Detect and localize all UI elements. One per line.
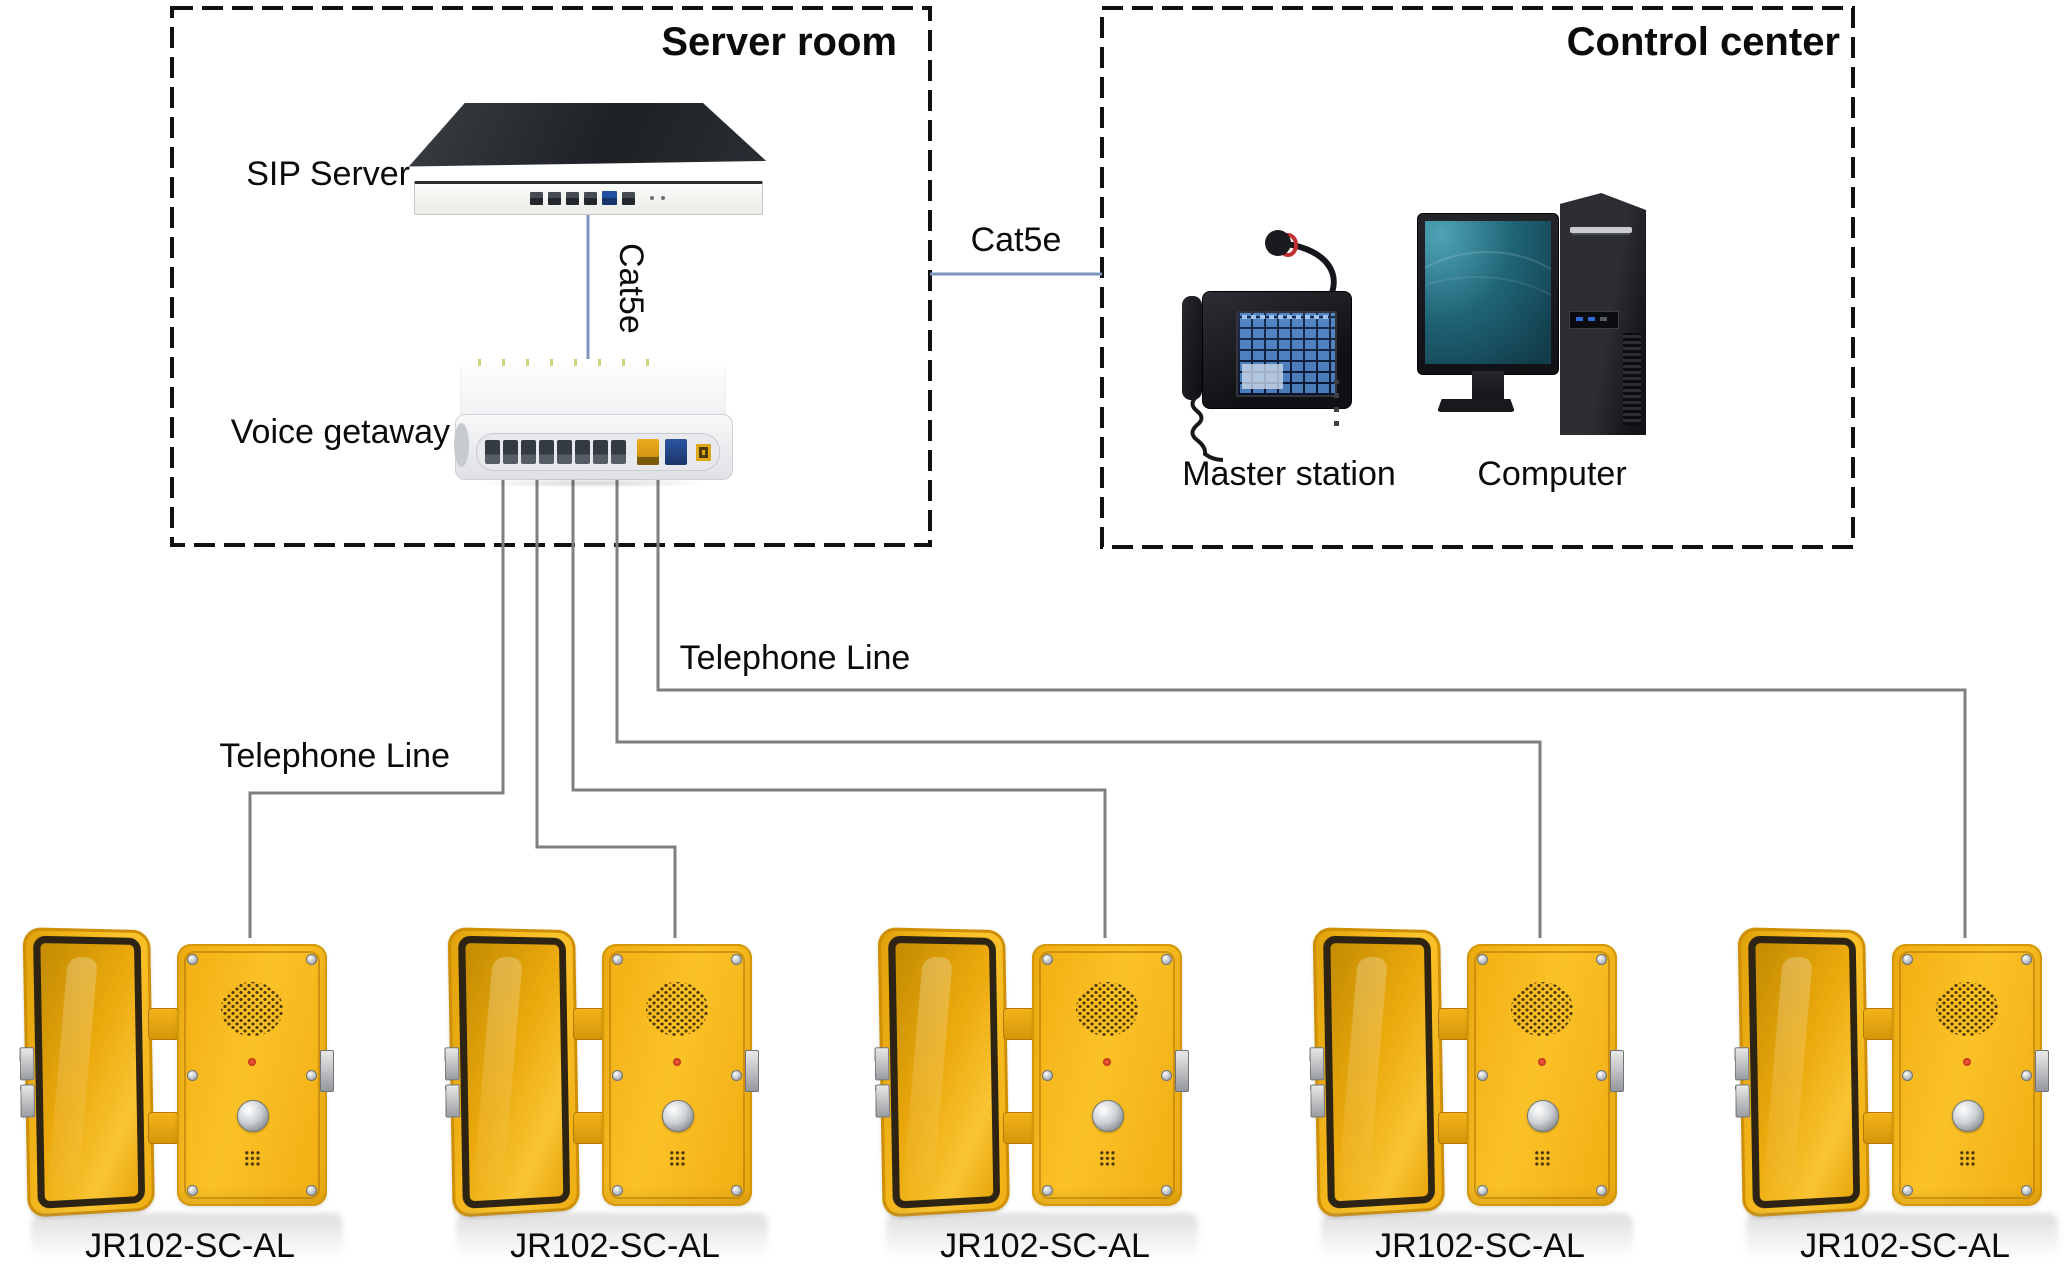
control-center-title: Control center: [1566, 20, 1840, 64]
speaker-grille: [221, 982, 283, 1036]
front-io-ports: [1569, 311, 1619, 329]
mic-holes: [1959, 1150, 1976, 1167]
speaker-grille: [1511, 982, 1573, 1036]
computer-monitor: [1417, 213, 1559, 375]
status-led: [1538, 1058, 1546, 1066]
emergency-phone-2: JR102-SC-AL: [444, 927, 780, 1269]
computer-tower: [1560, 193, 1646, 435]
phone-body: [1892, 944, 2049, 1206]
phone-model-label: JR102-SC-AL: [1375, 1227, 1585, 1265]
gateway-power-port: [696, 443, 711, 461]
mic-holes: [669, 1150, 686, 1167]
call-button: [662, 1100, 694, 1132]
mic-holes: [244, 1150, 261, 1167]
monitor-screen: [1425, 221, 1551, 364]
gateway-lan-port: [665, 439, 687, 465]
emergency-phone-5: JR102-SC-AL: [1734, 927, 2068, 1269]
phone-model-label: JR102-SC-AL: [510, 1227, 720, 1265]
gateway-front-panel: [454, 414, 733, 480]
phone-model-label: JR102-SC-AL: [940, 1227, 1150, 1265]
phone-body: [1467, 944, 1624, 1206]
voice-gateway-device: [454, 354, 733, 488]
speaker-grille: [646, 982, 708, 1036]
mic-holes: [1534, 1150, 1551, 1167]
server-room-box: [170, 6, 932, 547]
optical-drive: [1570, 227, 1632, 233]
monitor-stand: [1472, 371, 1504, 401]
telephone-line-left-label: Telephone Line: [219, 737, 450, 775]
telephone-line-3: [571, 472, 1107, 938]
computer-label: Computer: [1477, 455, 1627, 493]
phone-door: [19, 927, 155, 1218]
emergency-phone-3: JR102-SC-AL: [874, 927, 1210, 1269]
voice-gateway-label: Voice getaway: [230, 413, 450, 451]
sip-server-chassis: [408, 103, 767, 167]
sip-server-label: SIP Server: [246, 155, 410, 193]
phone-model-label: JR102-SC-AL: [85, 1227, 295, 1265]
call-button: [237, 1100, 269, 1132]
speaker-grille: [1936, 982, 1998, 1036]
monitor-base: [1437, 399, 1515, 412]
phone-body: [177, 944, 334, 1206]
telephone-line-5: [656, 472, 1967, 938]
emergency-phone-4: JR102-SC-AL: [1309, 927, 1645, 1269]
control-center-box: [1100, 6, 1855, 549]
phone-door: [1734, 927, 1870, 1218]
sip-server-front-panel: [414, 181, 763, 215]
phone-body: [602, 944, 759, 1206]
speaker-grille: [1076, 982, 1138, 1036]
status-led: [1103, 1058, 1111, 1066]
server-room-title: Server room: [661, 20, 897, 64]
call-button: [1952, 1100, 1984, 1132]
phone-door: [874, 927, 1010, 1218]
master-station-device: [1175, 228, 1405, 462]
mic-holes: [1099, 1150, 1116, 1167]
phone-body: [1032, 944, 1189, 1206]
handset-cord: [1190, 394, 1224, 462]
master-station-body: [1202, 291, 1352, 426]
call-button: [1527, 1100, 1559, 1132]
phone-model-label: JR102-SC-AL: [1800, 1227, 2010, 1265]
status-led: [1963, 1058, 1971, 1066]
gateway-top: [460, 359, 726, 421]
status-led: [248, 1058, 256, 1066]
tower-vents: [1623, 333, 1641, 425]
telephone-line-right-label: Telephone Line: [679, 639, 911, 677]
gateway-wan-port: [637, 439, 659, 465]
phone-door: [444, 927, 580, 1218]
emergency-phone-1: JR102-SC-AL: [19, 927, 355, 1269]
phone-door: [1309, 927, 1445, 1218]
master-station-handset: [1182, 296, 1202, 400]
telephone-line-4: [615, 472, 1542, 938]
master-station-screen: [1236, 311, 1337, 397]
telephone-line-2: [535, 472, 677, 938]
sip-server-ports: [529, 191, 665, 205]
sip-server-device: [407, 103, 768, 217]
gateway-leds: [478, 359, 668, 367]
telephone-line-1: [248, 472, 505, 938]
status-led: [673, 1058, 681, 1066]
computer-device: [1417, 185, 1747, 440]
gateway-ports: [476, 433, 720, 471]
call-button: [1092, 1100, 1124, 1132]
cat5e-horizontal-label: Cat5e: [970, 221, 1062, 259]
